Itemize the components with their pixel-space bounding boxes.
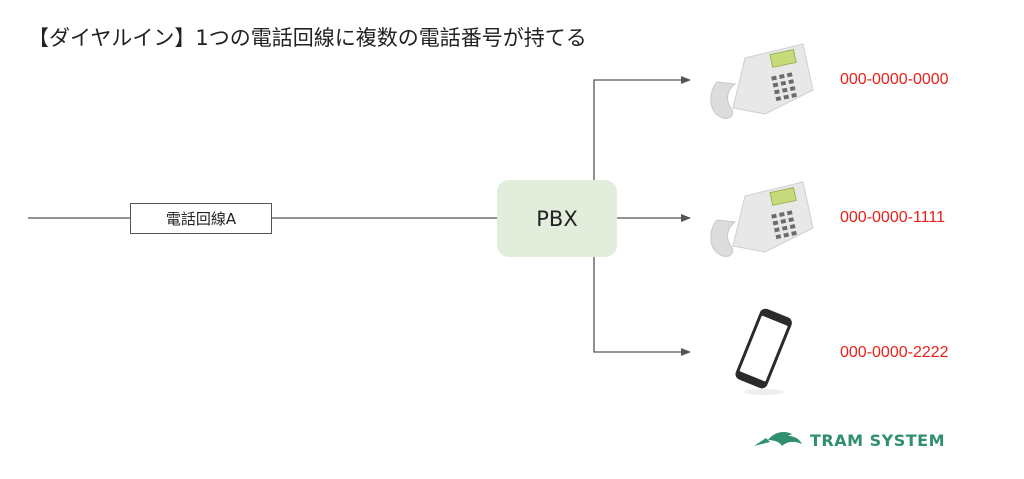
company-logo: TRAM SYSTEM [752, 428, 945, 452]
pbx-node: PBX [497, 180, 617, 257]
logo-mark-icon [754, 432, 802, 446]
phone-line-box: 電話回線A [130, 203, 272, 234]
phone-number: 000-0000-2222 [840, 344, 949, 361]
desk-phone-icon [710, 181, 814, 257]
pbx-label: PBX [536, 206, 578, 231]
smartphone-icon [735, 308, 792, 395]
phone-line-label: 電話回線A [165, 210, 237, 228]
phone-number: 000-0000-0000 [840, 71, 949, 88]
branch-arrow-bottom [593, 257, 691, 356]
branch-arrow-top [593, 76, 691, 180]
desk-phone-icon [710, 43, 814, 119]
logo-text: TRAM SYSTEM [810, 430, 946, 450]
page-title: 【ダイヤルイン】1つの電話回線に複数の電話番号が持てる [28, 26, 587, 50]
phone-number: 000-0000-1111 [840, 209, 945, 226]
